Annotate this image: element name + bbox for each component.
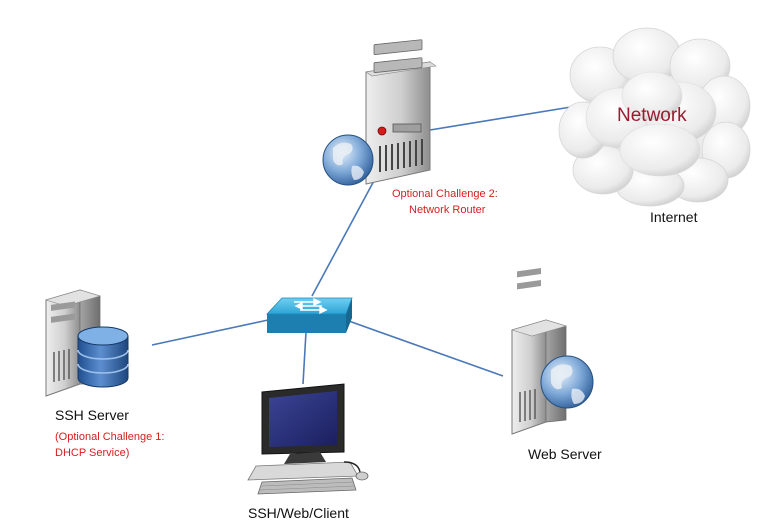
link-switch-ssh-server	[151, 319, 269, 346]
web-server-tower-icon	[510, 267, 568, 435]
link-router-internet	[429, 105, 578, 131]
links	[151, 105, 578, 385]
client-label: SSH/Web/Client	[248, 505, 349, 521]
link-switch-web-server	[345, 319, 504, 377]
link-switch-client	[302, 331, 307, 385]
database-icon	[77, 326, 129, 388]
ssh-server-label: SSH Server	[55, 407, 129, 423]
web-server-label: Web Server	[528, 446, 602, 462]
router-note-line-2: Network Router	[409, 204, 486, 216]
web-server-globe-icon	[540, 355, 594, 409]
ssh-server-note-line-2: DHCP Service)	[55, 447, 130, 459]
ssh-server-note-line-1: (Optional Challenge 1:	[55, 431, 165, 443]
internet-label: Internet	[650, 209, 698, 225]
router-globe-icon	[322, 134, 374, 186]
link-switch-router	[311, 176, 377, 297]
router-note-line-1: Optional Challenge 2:	[392, 188, 498, 200]
cloud-network-label: Network	[617, 105, 687, 126]
router-server-icon	[365, 39, 437, 185]
desktop-computer-icon	[247, 383, 369, 495]
cloud-icon	[558, 27, 751, 207]
network-switch-icon	[266, 297, 353, 333]
